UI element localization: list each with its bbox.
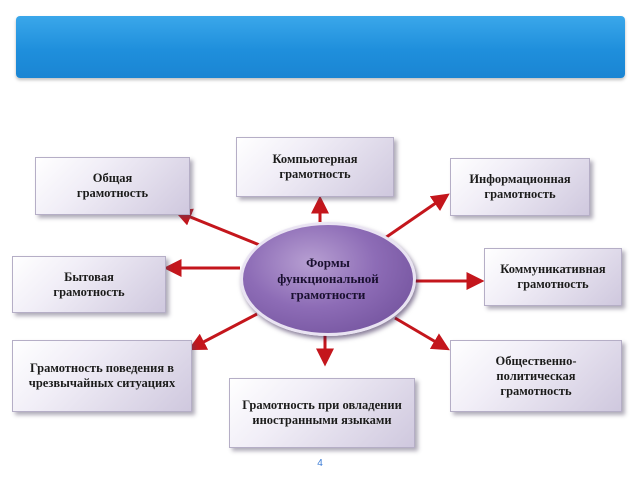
center-node: Формы функциональной грамотности xyxy=(240,222,416,336)
header-bar xyxy=(16,16,625,78)
node-general: Общая грамотность xyxy=(35,157,190,215)
node-information-label: Информационная грамотность xyxy=(469,172,571,201)
node-communicative-label: Коммуникативная грамотность xyxy=(500,262,606,291)
node-emergency: Грамотность поведения в чрезвычайных сит… xyxy=(12,340,192,412)
node-socio-political-label: Общественно-политическая грамотность xyxy=(495,353,577,398)
node-communicative: Коммуникативная грамотность xyxy=(484,248,622,306)
arrow-to-general xyxy=(173,208,263,248)
node-household: Бытовая грамотность xyxy=(12,256,166,313)
node-foreign-languages-label: Грамотность при овладении иностранными я… xyxy=(242,398,402,427)
arrow-to-emergency xyxy=(188,312,258,351)
node-emergency-label: Грамотность поведения в чрезвычайных сит… xyxy=(28,361,176,390)
node-computer-label: Компьютерная грамотность xyxy=(272,152,358,181)
node-computer: Компьютерная грамотность xyxy=(236,137,394,197)
arrow-to-information xyxy=(384,193,450,240)
page-number: 4 xyxy=(317,458,323,469)
node-foreign-languages: Грамотность при овладении иностранными я… xyxy=(229,378,415,448)
node-information: Информационная грамотность xyxy=(450,158,590,216)
node-socio-political: Общественно-политическая грамотность xyxy=(450,340,622,412)
center-label: Формы функциональной грамотности xyxy=(277,255,379,302)
arrow-to-socio-political xyxy=(394,316,450,351)
node-household-label: Бытовая грамотность xyxy=(53,269,125,299)
node-general-label: Общая грамотность xyxy=(76,171,149,200)
